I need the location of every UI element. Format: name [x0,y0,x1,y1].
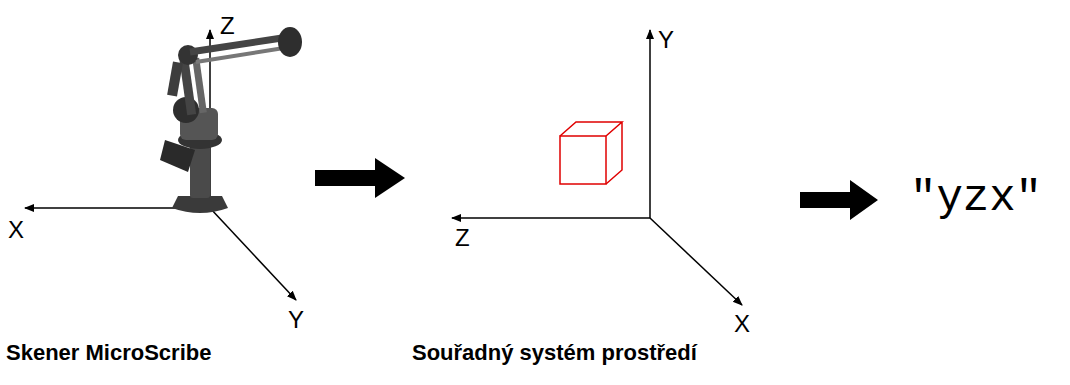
axis-label: Y [288,308,304,332]
axis-order-text: "yzx" [910,176,1042,220]
axis-label: X [8,218,24,242]
microscribe-arm [160,27,302,213]
block-arrow [800,180,878,220]
axis-label: Z [220,14,235,38]
cube [560,122,622,184]
axis-label: X [734,312,750,336]
caption-label: Souřadný systém prostředí [412,342,697,364]
scanner-axes [25,30,296,300]
caption-label: Skener MicroScribe [6,342,211,364]
axis-label: Z [455,226,470,250]
block-arrow [315,158,405,198]
environment-axes [452,30,742,305]
axis-label: Y [658,28,674,52]
